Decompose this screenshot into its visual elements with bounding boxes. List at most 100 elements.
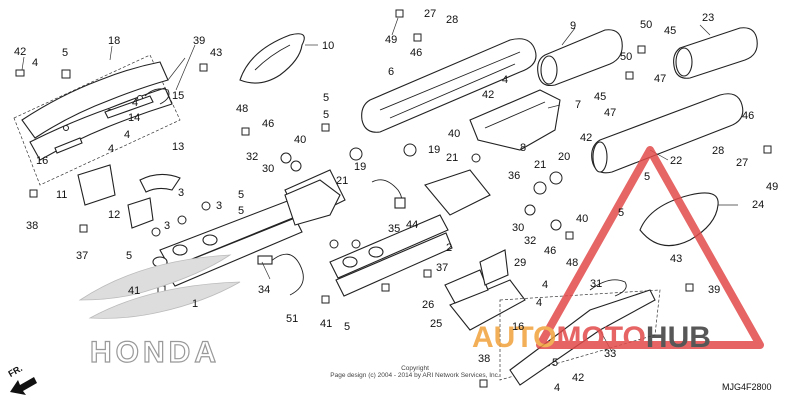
heat-protector-7[interactable]	[469, 89, 561, 151]
muffler-22[interactable]	[591, 93, 744, 174]
callout-47a[interactable]: 47	[654, 73, 666, 85]
callout-5f[interactable]: 5	[644, 171, 650, 183]
callout-4f[interactable]: 4	[542, 279, 548, 291]
callout-46b[interactable]: 46	[262, 118, 274, 130]
callout-33[interactable]: 33	[604, 348, 616, 360]
callout-5b[interactable]: 5	[323, 92, 329, 104]
callout-37b[interactable]: 37	[436, 262, 448, 274]
heat-shield-clip-15[interactable]	[144, 88, 170, 105]
callout-24[interactable]: 24	[752, 199, 764, 211]
callout-5d[interactable]: 5	[238, 189, 244, 201]
callout-11[interactable]: 11	[56, 189, 67, 201]
callout-4c[interactable]: 4	[124, 129, 130, 141]
callout-46c[interactable]: 46	[742, 110, 754, 122]
callout-26[interactable]: 26	[422, 299, 434, 311]
callout-10[interactable]: 10	[322, 40, 334, 52]
heat-shield-26[interactable]	[444, 269, 489, 304]
callout-25[interactable]: 25	[430, 318, 442, 330]
catalyzer-case[interactable]	[284, 179, 341, 226]
muffler-6[interactable]	[361, 38, 537, 133]
callout-9[interactable]: 9	[570, 20, 576, 32]
callout-48b[interactable]: 48	[566, 257, 578, 269]
callout-4h[interactable]: 4	[554, 382, 560, 394]
callout-5g[interactable]: 5	[126, 250, 132, 262]
callout-48a[interactable]: 48	[236, 103, 248, 115]
callout-49b[interactable]: 49	[766, 181, 778, 193]
bolt-set[interactable]	[15, 9, 772, 388]
bracket-13[interactable]	[139, 173, 181, 193]
callout-27b[interactable]: 27	[736, 157, 748, 169]
callout-40b[interactable]: 40	[448, 128, 460, 140]
callout-27a[interactable]: 27	[424, 8, 436, 20]
callout-35[interactable]: 35	[388, 223, 400, 235]
callout-45a[interactable]: 45	[664, 25, 676, 37]
callout-50a[interactable]: 50	[640, 19, 652, 31]
callout-41b[interactable]: 41	[320, 318, 332, 330]
callout-5h[interactable]: 5	[618, 207, 624, 219]
callout-3c[interactable]: 3	[164, 220, 170, 232]
callout-39b[interactable]: 39	[708, 284, 720, 296]
callout-30b[interactable]: 30	[512, 222, 524, 234]
callout-41a[interactable]: 41	[128, 285, 140, 297]
callout-29[interactable]: 29	[514, 257, 526, 269]
callout-44[interactable]: 44	[406, 219, 418, 231]
callout-2[interactable]: 2	[446, 242, 452, 254]
muffler-cap-23[interactable]	[673, 27, 758, 79]
o2-sensor-35[interactable]	[371, 179, 406, 209]
callout-5j[interactable]: 5	[552, 357, 558, 369]
callout-46a[interactable]: 46	[410, 47, 422, 59]
callout-43a[interactable]: 43	[210, 47, 222, 59]
callout-4e[interactable]: 4	[502, 74, 508, 86]
callout-12[interactable]: 12	[108, 209, 120, 221]
callout-40a[interactable]: 40	[294, 134, 306, 146]
callout-39a[interactable]: 39	[193, 35, 205, 47]
bracket-12[interactable]	[127, 197, 154, 229]
callout-38a[interactable]: 38	[26, 220, 38, 232]
callout-51[interactable]: 51	[286, 313, 298, 325]
callout-4g[interactable]: 4	[536, 297, 542, 309]
callout-3b[interactable]: 3	[216, 200, 222, 212]
callout-42d[interactable]: 42	[572, 372, 584, 384]
callout-3a[interactable]: 3	[178, 187, 184, 199]
heat-shield-band-16[interactable]	[54, 137, 83, 154]
callout-18[interactable]: 18	[108, 35, 120, 47]
callout-21c[interactable]: 21	[534, 159, 546, 171]
callout-45b[interactable]: 45	[594, 91, 606, 103]
heat-shield-strip-14[interactable]	[104, 95, 154, 119]
callout-31[interactable]: 31	[590, 278, 602, 290]
callout-46d[interactable]: 46	[544, 245, 556, 257]
callout-42a[interactable]: 42	[14, 46, 26, 58]
callout-37a[interactable]: 37	[76, 250, 88, 262]
callout-16b[interactable]: 16	[512, 321, 524, 333]
callout-5i[interactable]: 5	[344, 321, 350, 333]
heat-shield-29[interactable]	[479, 249, 509, 286]
callout-43b[interactable]: 43	[670, 253, 682, 265]
callout-4b[interactable]: 4	[132, 97, 138, 109]
callout-22[interactable]: 22	[670, 155, 682, 167]
callout-6[interactable]: 6	[388, 66, 394, 78]
callout-16[interactable]: 16	[36, 155, 48, 167]
callout-13[interactable]: 13	[172, 141, 184, 153]
callout-32b[interactable]: 32	[524, 235, 536, 247]
callout-1[interactable]: 1	[192, 298, 198, 310]
heat-shield-25[interactable]	[449, 279, 526, 331]
callout-7[interactable]: 7	[575, 99, 581, 111]
callout-49a[interactable]: 49	[385, 34, 397, 46]
protector-33[interactable]	[499, 289, 661, 386]
bracket-11[interactable]	[77, 164, 116, 206]
callout-28a[interactable]: 28	[446, 14, 458, 26]
callout-8[interactable]: 8	[520, 142, 526, 154]
band-31[interactable]	[589, 279, 627, 297]
muffler-cap-9[interactable]	[537, 29, 623, 87]
heat-cover-10[interactable]	[239, 33, 305, 84]
callout-21b[interactable]: 21	[446, 152, 458, 164]
callout-19a[interactable]: 19	[354, 161, 366, 173]
callout-4a[interactable]: 4	[32, 57, 38, 69]
callout-42b[interactable]: 42	[482, 89, 494, 101]
callout-4d[interactable]: 4	[108, 143, 114, 155]
callout-21a[interactable]: 21	[336, 175, 348, 187]
callout-32a[interactable]: 32	[246, 151, 258, 163]
callout-20[interactable]: 20	[558, 151, 570, 163]
callout-19b[interactable]: 19	[428, 144, 440, 156]
callout-14[interactable]: 14	[128, 112, 140, 124]
